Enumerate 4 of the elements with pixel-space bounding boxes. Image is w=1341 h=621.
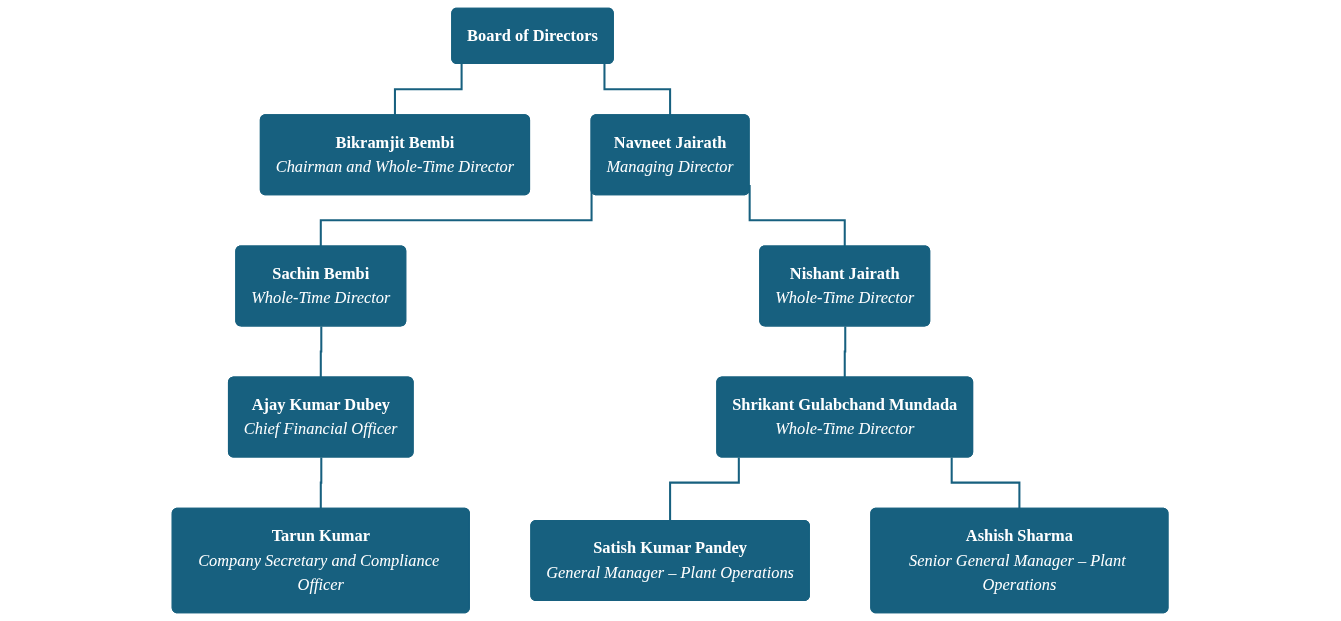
connector — [320, 326, 323, 379]
connector — [844, 326, 847, 379]
connector — [320, 457, 323, 510]
connector — [951, 457, 1022, 510]
